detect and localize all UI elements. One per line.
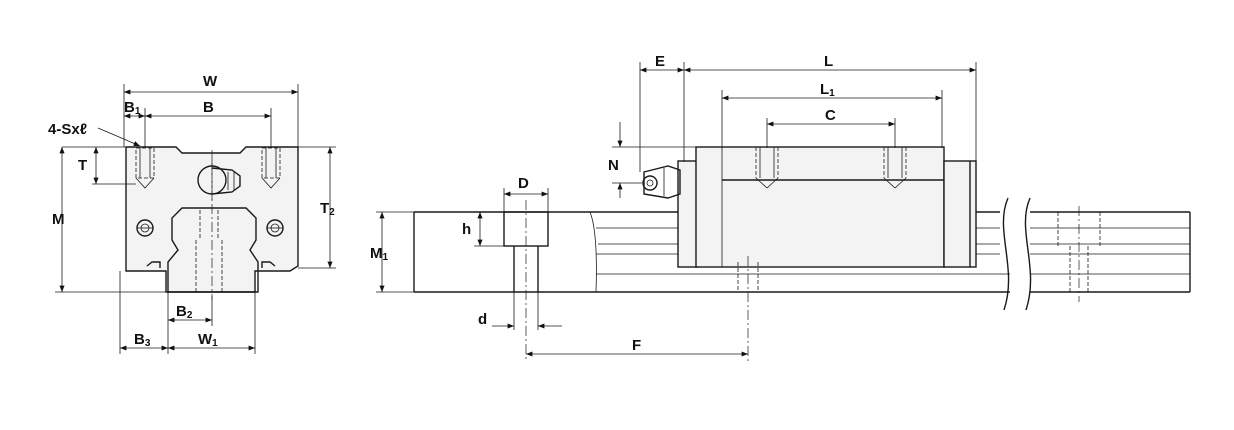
side-screw-right: [266, 219, 284, 237]
break-line: [1002, 197, 1010, 311]
label-C: C: [825, 107, 836, 124]
label-E: E: [655, 53, 665, 70]
label-N: N: [608, 157, 619, 174]
label-F: F: [632, 337, 641, 354]
side-screw-left: [136, 219, 154, 237]
rail-profile: [167, 207, 259, 293]
label-B: B: [203, 99, 214, 116]
rail-side-right: [1030, 206, 1191, 302]
front-view: W B1 B 4-Sxℓ T M T2 B2 B3 W1: [48, 73, 336, 354]
label-D: D: [518, 175, 529, 192]
label-B2: B2: [176, 303, 193, 321]
label-M1: M1: [370, 245, 389, 263]
label-L: L: [824, 53, 833, 70]
label-T: T: [78, 157, 87, 174]
label-h: h: [462, 221, 471, 238]
label-B1: B1: [124, 99, 141, 117]
label-d: d: [478, 311, 487, 328]
carriage-block-side: [677, 146, 977, 362]
label-M: M: [52, 211, 65, 228]
label-T2: T2: [320, 200, 335, 218]
label-W1: W1: [198, 331, 218, 349]
rail-bolt: [503, 200, 549, 360]
label-B3: B3: [134, 331, 151, 349]
carriage-block-front: [125, 146, 299, 293]
side-view: E L L1 C N D h M1 d F: [370, 53, 1191, 362]
label-L1: L1: [820, 81, 835, 99]
grease-nipple-side: [642, 165, 681, 199]
label-hole-note: 4-Sxℓ: [48, 121, 87, 138]
label-W: W: [203, 73, 218, 90]
